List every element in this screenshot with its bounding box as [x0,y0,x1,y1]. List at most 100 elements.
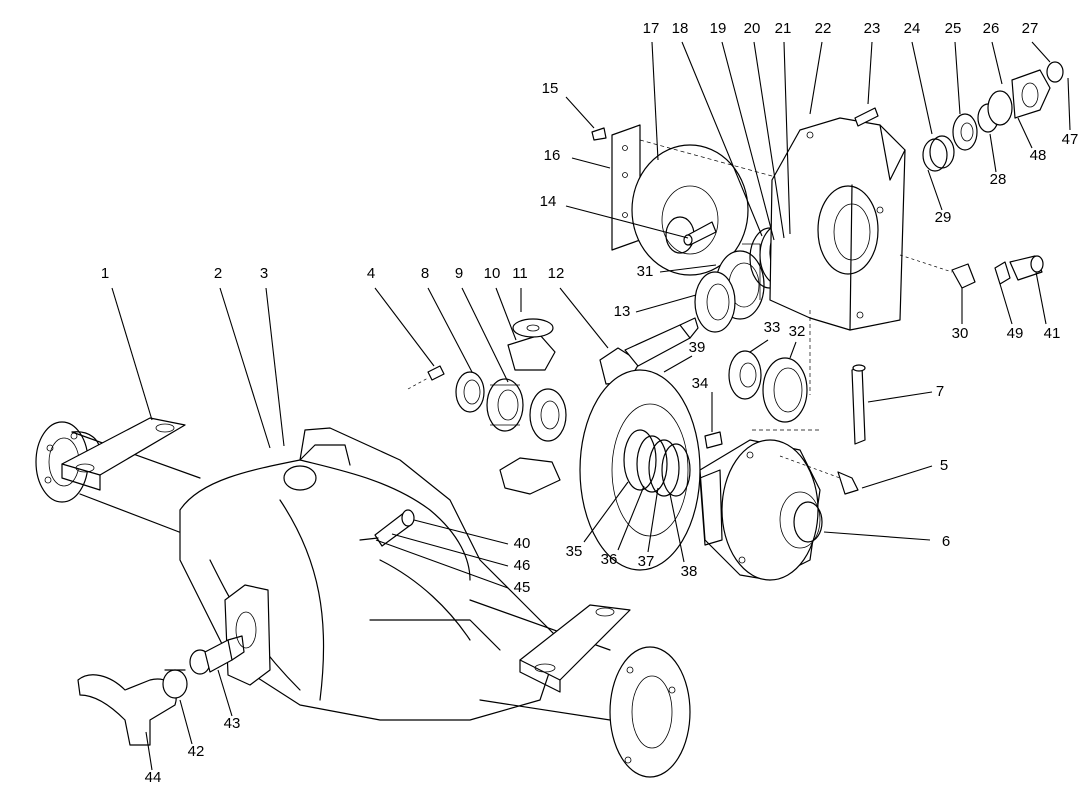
leader-line-40 [413,519,509,545]
leader-line-31 [659,264,717,273]
leader-line-20 [753,41,785,239]
callout-8: 8 [421,265,473,373]
leader-line-15 [565,96,595,129]
callout-3: 3 [260,265,285,447]
leader-line-3 [265,287,285,447]
leader-line-43 [217,669,233,717]
breather-fittings [899,254,1044,289]
callout-number-6: 6 [942,533,950,550]
callout-number-2: 2 [214,265,222,282]
callout-number-41: 41 [1044,325,1061,342]
leader-line-12 [559,287,609,349]
leader-line-47 [1067,77,1071,131]
callout-number-31: 31 [637,263,654,280]
callout-28: 28 [989,133,1007,188]
leader-line-42 [179,699,193,745]
callout-17: 17 [643,20,660,161]
callout-number-26: 26 [983,20,1000,37]
leader-line-6 [823,531,931,541]
callout-22: 22 [809,20,832,115]
callout-number-7: 7 [936,383,944,400]
callout-31: 31 [637,263,717,280]
callout-number-1: 1 [101,265,109,282]
leader-line-19 [721,41,775,241]
callout-32: 32 [789,323,806,359]
callout-10: 10 [484,265,517,341]
leader-line-25 [954,41,961,115]
callout-number-15: 15 [542,80,559,97]
callout-number-14: 14 [540,193,557,210]
callout-number-5: 5 [940,457,948,474]
leader-line-21 [783,41,791,235]
callout-number-19: 19 [710,20,727,37]
callout-number-34: 34 [692,375,709,392]
bearing-cup-cone [728,350,808,423]
callout-number-32: 32 [789,323,806,340]
callout-23: 23 [864,20,881,105]
leader-line-1 [111,287,153,421]
leader-line-23 [867,41,873,105]
callout-number-49: 49 [1007,325,1024,342]
callout-27: 27 [1022,20,1051,63]
leader-line-48 [1017,117,1033,149]
callout-number-24: 24 [904,20,921,37]
callout-46: 46 [391,533,530,574]
leader-line-4 [374,287,435,367]
callout-21: 21 [775,20,791,235]
callout-13: 13 [614,294,697,320]
callout-number-4: 4 [367,265,375,282]
callout-49: 49 [999,283,1024,342]
callout-45: 45 [375,539,531,596]
callout-16: 16 [544,147,611,169]
callout-number-35: 35 [566,543,583,560]
leader-line-22 [809,41,823,115]
callout-18: 18 [672,20,763,237]
leader-line-18 [681,41,763,237]
leader-line-36 [617,485,645,551]
callout-30: 30 [952,288,968,342]
leader-line-39 [663,355,693,373]
leader-line-8 [427,287,473,373]
leader-line-17 [651,41,659,161]
callout-number-20: 20 [744,20,761,37]
callout-number-18: 18 [672,20,689,37]
callout-number-17: 17 [643,20,660,37]
input-shaft-parts [922,61,1064,172]
callout-25: 25 [945,20,961,115]
leader-line-49 [999,283,1013,325]
leader-line-29 [927,169,943,211]
callout-number-3: 3 [260,265,268,282]
leader-line-38 [669,493,685,563]
callout-number-45: 45 [514,579,531,596]
vent-hose-assembly [77,635,245,746]
callout-number-23: 23 [864,20,881,37]
callout-41: 41 [1035,271,1061,342]
callout-number-28: 28 [990,171,1007,188]
callout-26: 26 [983,20,1003,85]
callout-number-36: 36 [601,551,618,568]
leader-line-7 [867,391,933,403]
callout-15: 15 [542,80,595,129]
leader-line-14 [565,205,689,239]
leader-line-13 [635,294,697,313]
callout-number-9: 9 [455,265,463,282]
callout-number-29: 29 [935,209,952,226]
callout-number-8: 8 [421,265,429,282]
plug-assembly [359,509,415,547]
callout-37: 37 [638,487,659,570]
callout-2: 2 [214,265,271,449]
leader-line-46 [391,533,509,567]
gear-case-cover [591,107,906,431]
leader-line-44 [145,731,153,771]
callout-number-22: 22 [815,20,832,37]
callout-4: 4 [367,265,435,367]
callout-number-38: 38 [681,563,698,580]
leader-line-28 [989,133,997,173]
leader-line-24 [911,41,933,135]
callout-5: 5 [861,457,948,489]
leader-line-37 [647,487,659,553]
callout-number-10: 10 [484,265,501,282]
callout-36: 36 [601,485,645,568]
callout-number-37: 37 [638,553,655,570]
